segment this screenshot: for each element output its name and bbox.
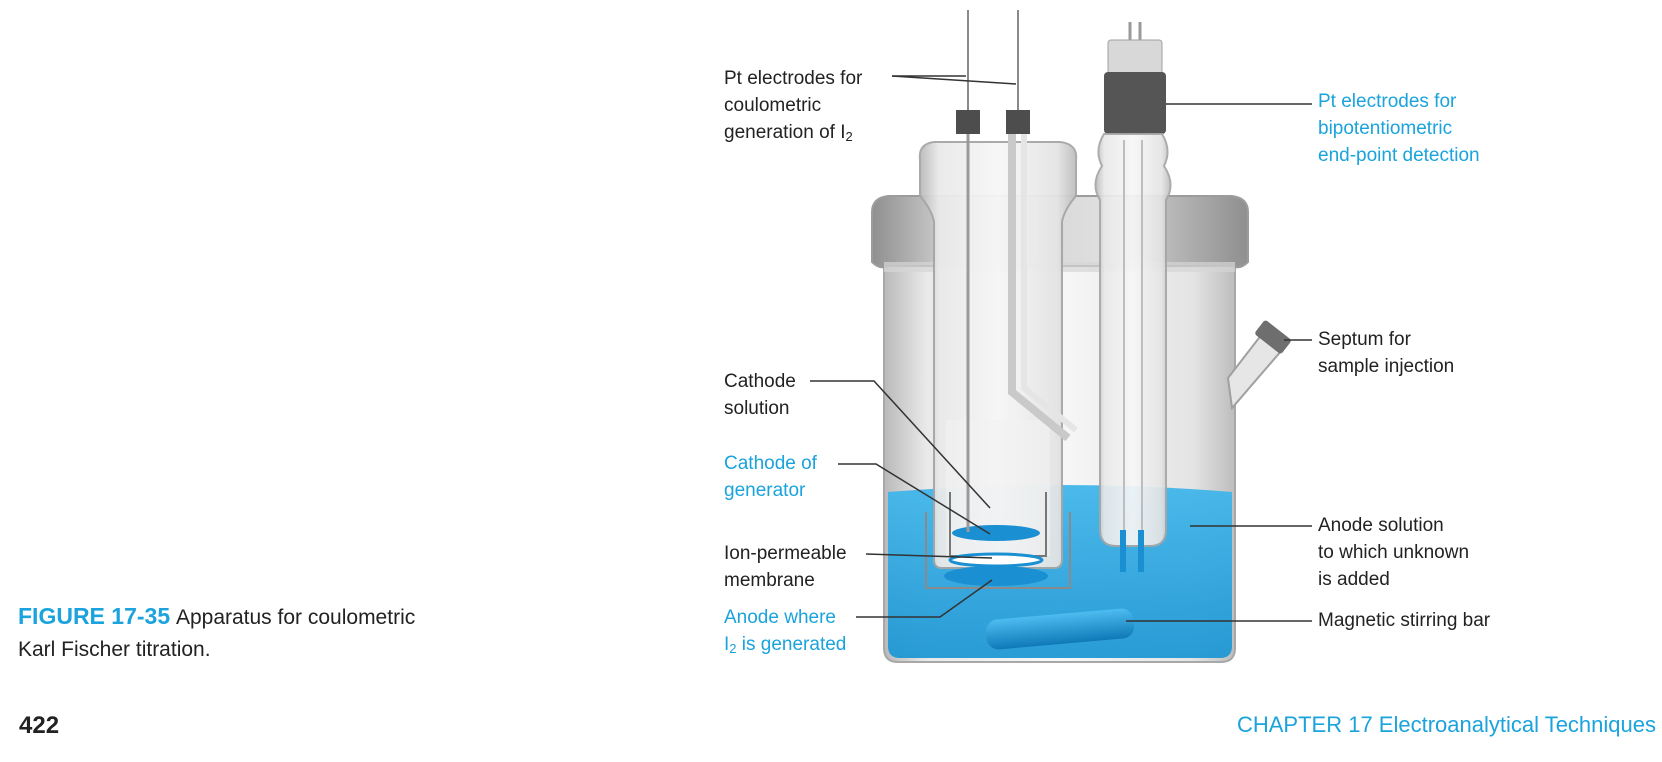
detection-pt-electrode-right bbox=[1138, 530, 1144, 572]
label-septum: Septum for sample injection bbox=[1318, 329, 1455, 377]
leader-lines bbox=[810, 75, 1312, 622]
cathode-disc bbox=[952, 525, 1040, 541]
label-cathode-generator: Cathode of generator bbox=[724, 453, 817, 501]
septum-port bbox=[1226, 320, 1291, 411]
label-anode-generated: Anode where I2 is generated bbox=[724, 607, 847, 656]
figure-caption: FIGURE 17-35 Apparatus for coulometric K… bbox=[18, 603, 416, 661]
label-anode-solution: Anode solution to which unknown is added bbox=[1318, 515, 1470, 590]
generator-compartment bbox=[918, 141, 1078, 589]
label-cathode-solution: Cathode solution bbox=[724, 371, 796, 419]
label-pt-bipotentiometric: Pt electrodes for bipotentiometric end-p… bbox=[1318, 91, 1480, 166]
page-number: 422 bbox=[19, 712, 60, 739]
label-pt-coulometric: Pt electrodes for coulometric generation… bbox=[724, 68, 863, 144]
chapter-running-head: CHAPTER 17 Electroanalytical Techniques bbox=[1236, 712, 1656, 737]
figure-number: FIGURE 17-35 bbox=[18, 603, 171, 629]
detection-pt-electrode-left bbox=[1120, 530, 1126, 572]
anode-disc bbox=[944, 566, 1048, 586]
detection-electrode-assembly bbox=[1094, 22, 1172, 572]
membrane-disc bbox=[948, 552, 1044, 568]
pt-generator-electrodes bbox=[956, 10, 1078, 532]
label-membrane: Ion-permeable membrane bbox=[724, 543, 847, 591]
label-stir-bar: Magnetic stirring bar bbox=[1318, 610, 1491, 631]
stir-bar bbox=[985, 608, 1135, 650]
